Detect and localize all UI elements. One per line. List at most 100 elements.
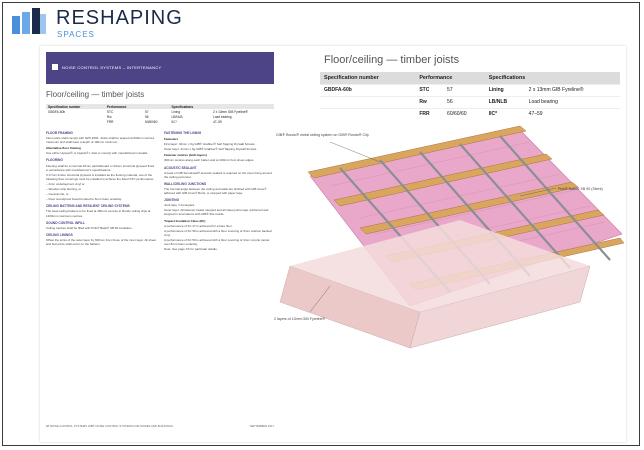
table-header (210, 104, 274, 110)
footer-right: SEPTEMBER 2017 (249, 424, 274, 428)
body-paragraph: Flooring shall be a nominal 20mm particl… (46, 163, 155, 172)
right-spec-table: Specification number Performance Specifi… (320, 72, 620, 120)
section-heading: WALL/CEILING JUNCTIONS (164, 181, 207, 186)
left-page-title: Floor/ceiling — timber joists (46, 90, 145, 99)
table-header: Specifications (169, 104, 211, 110)
table-header (142, 104, 170, 110)
table-cell: FRR (106, 120, 114, 125)
logo-bars-icon (12, 8, 46, 34)
table-cell: STC (106, 109, 114, 114)
table-row: GBDFA-60b STC 57 Lining 2 x 13mm GIB Fyr… (46, 109, 274, 114)
body-paragraph: Note: See page XX for particular details… (164, 247, 218, 252)
brand-sub: SPACES (57, 30, 95, 39)
spec-number: GBDFA-60b (320, 84, 416, 97)
table-header: Performance (415, 72, 485, 85)
gib-lining-layer (409, 265, 591, 349)
right-page-title: Floor/ceiling — timber joists (324, 54, 460, 66)
left-page: NOISE CONTROL SYSTEMS – INTERTENANCY Flo… (46, 52, 284, 432)
callout-line (519, 187, 557, 197)
sub-heading: Alternative floor framing (46, 146, 81, 151)
gib-lining-top (290, 220, 590, 312)
body-paragraph: Ceiling cavities shall be filled with Pi… (46, 225, 133, 230)
left-spec-header: Specification number Performance Specifi… (46, 104, 274, 110)
section-heading: JOINTING (164, 198, 180, 203)
section-heading: FASTENING THE LINING (164, 131, 202, 135)
table-cell (46, 120, 105, 125)
callout-pink-batts: Pink® Batts® SB 90 (Silent) (558, 187, 603, 191)
body-paragraph: Joint tape / Uncoupled. (164, 203, 195, 208)
brand-name: RESHAPING (56, 7, 183, 29)
body-paragraph: First layer: 32mm x 6g GIB® Grabber® Sel… (164, 142, 256, 147)
table-cell: Rw (106, 114, 112, 119)
spec-value: 47–59 (524, 107, 620, 120)
table-header: Specification number (46, 104, 105, 110)
body-paragraph: Outer layer: 41mm x 6g GIB® Grabber® Sel… (164, 147, 258, 152)
callout-ceiling-system: GIB® Rondo® metal ceiling system on GIB®… (276, 133, 369, 137)
spec-value: Load bearing (524, 95, 620, 109)
body-paragraph: The internal angle between the ceiling a… (164, 186, 267, 196)
brochure-spread: NOISE CONTROL SYSTEMS – INTERTENANCY Flo… (40, 46, 626, 442)
sub-heading: Fastener centres (both layers) (164, 153, 207, 158)
body-paragraph: 300mm centres along each batten and at 1… (164, 158, 255, 163)
callout-line (329, 141, 381, 163)
section-heading: CEILING LININGS (46, 232, 73, 237)
footer-left: 68 NOISE CONTROL SYSTEMS GIB® NOISE CONT… (46, 424, 173, 428)
perf-label: STC (415, 84, 444, 97)
table-header: Specifications (484, 72, 620, 85)
section-banner: NOISE CONTROL SYSTEMS – INTERTENANCY (46, 52, 274, 84)
body-paragraph: Use either Hyspan® or Hyjoist® I-Joist t… (46, 151, 149, 156)
table-row: Rw 56 LB/NLB Load bearing (46, 114, 274, 119)
table-cell: Lining (171, 109, 181, 114)
table-cell: 2 x 13mm GIB Fyreline® (212, 109, 248, 114)
section-heading: FLOOR FRAMING (46, 131, 73, 135)
callout-lining: 2 layers of 13mm GIB Fyreline® (274, 317, 326, 321)
table-cell: IIC* (171, 120, 177, 125)
table-cell: 60/60/60 (144, 120, 158, 125)
perf-label: Rw (415, 95, 444, 109)
table-row: GBDFA-60b STC 57 Lining 2 x 13mm GIB Fyr… (320, 84, 620, 97)
body-paragraph: – Ceramic tile, or (46, 192, 69, 197)
table-row: FRR 60/60/60 IIC* 47–59 (46, 120, 274, 125)
table-cell: 57 (144, 109, 149, 114)
table-cell: GBDFA-60b (48, 109, 66, 114)
body-paragraph: Floor joists shall comply with NZS 3604.… (46, 136, 155, 145)
section-heading: SOUND CONTROL INFILL (46, 220, 85, 225)
table-row: Rw 56 LB/NLB Load bearing (320, 95, 620, 109)
perf-value: 56 (443, 95, 485, 109)
section-heading: ACOUSTIC SEALANT (164, 165, 197, 170)
table-cell: 56 (144, 114, 149, 119)
spec-label: LB/NLB (484, 95, 525, 109)
table-header: Specification number (320, 72, 416, 85)
table-row: FRR 60/60/60 IIC* 47–59 (320, 107, 620, 120)
body-paragraph: Outer layer: All fastener heads stopped … (164, 208, 269, 217)
body-paragraph: A performance of IIC 59 is achieved with… (164, 228, 272, 237)
banner-icon (52, 64, 58, 70)
spec-label: IIC* (484, 107, 525, 120)
body-paragraph: The steel ceiling battens to be fixed at… (46, 209, 151, 218)
table-header: Performance (104, 104, 143, 110)
body-paragraph: Offset the joints of the outer layer by … (46, 237, 157, 246)
body-paragraph: A performance of IIC 47 is achieved for … (164, 223, 233, 228)
document-frame (2, 2, 640, 446)
body-paragraph: A performance of IIC 59 is achieved with… (164, 237, 270, 246)
sub-heading: Fasteners (164, 137, 179, 142)
body-paragraph: If 17mm timber structural plywood is ins… (46, 172, 155, 181)
body-paragraph: – 4mm underlayment vinyl or (46, 181, 85, 186)
table-cell: Load bearing (212, 114, 232, 119)
perf-value: 57 (443, 84, 485, 97)
spec-number (320, 95, 416, 109)
sub-heading: *Impact Insulation Class (IIC) (164, 218, 206, 223)
perf-label: FRR (415, 107, 444, 120)
perf-value: 60/60/60 (443, 107, 485, 120)
table-cell: 47–59 (212, 120, 222, 125)
reshaping-spaces-logo: RESHAPING SPACES (10, 6, 183, 39)
spec-number (320, 107, 416, 120)
page-footer: 68 NOISE CONTROL SYSTEMS GIB® NOISE CONT… (46, 424, 274, 428)
right-spec-header: Specification number Performance Specifi… (320, 72, 620, 85)
table-cell: LB/NLB (171, 114, 183, 119)
floor-ceiling-diagram: GIB® Rondo® metal ceiling system on GIB®… (274, 125, 625, 349)
body-paragraph: – Floor soundproof board bonded to 6mm f… (46, 197, 122, 202)
callout-line (309, 285, 331, 313)
